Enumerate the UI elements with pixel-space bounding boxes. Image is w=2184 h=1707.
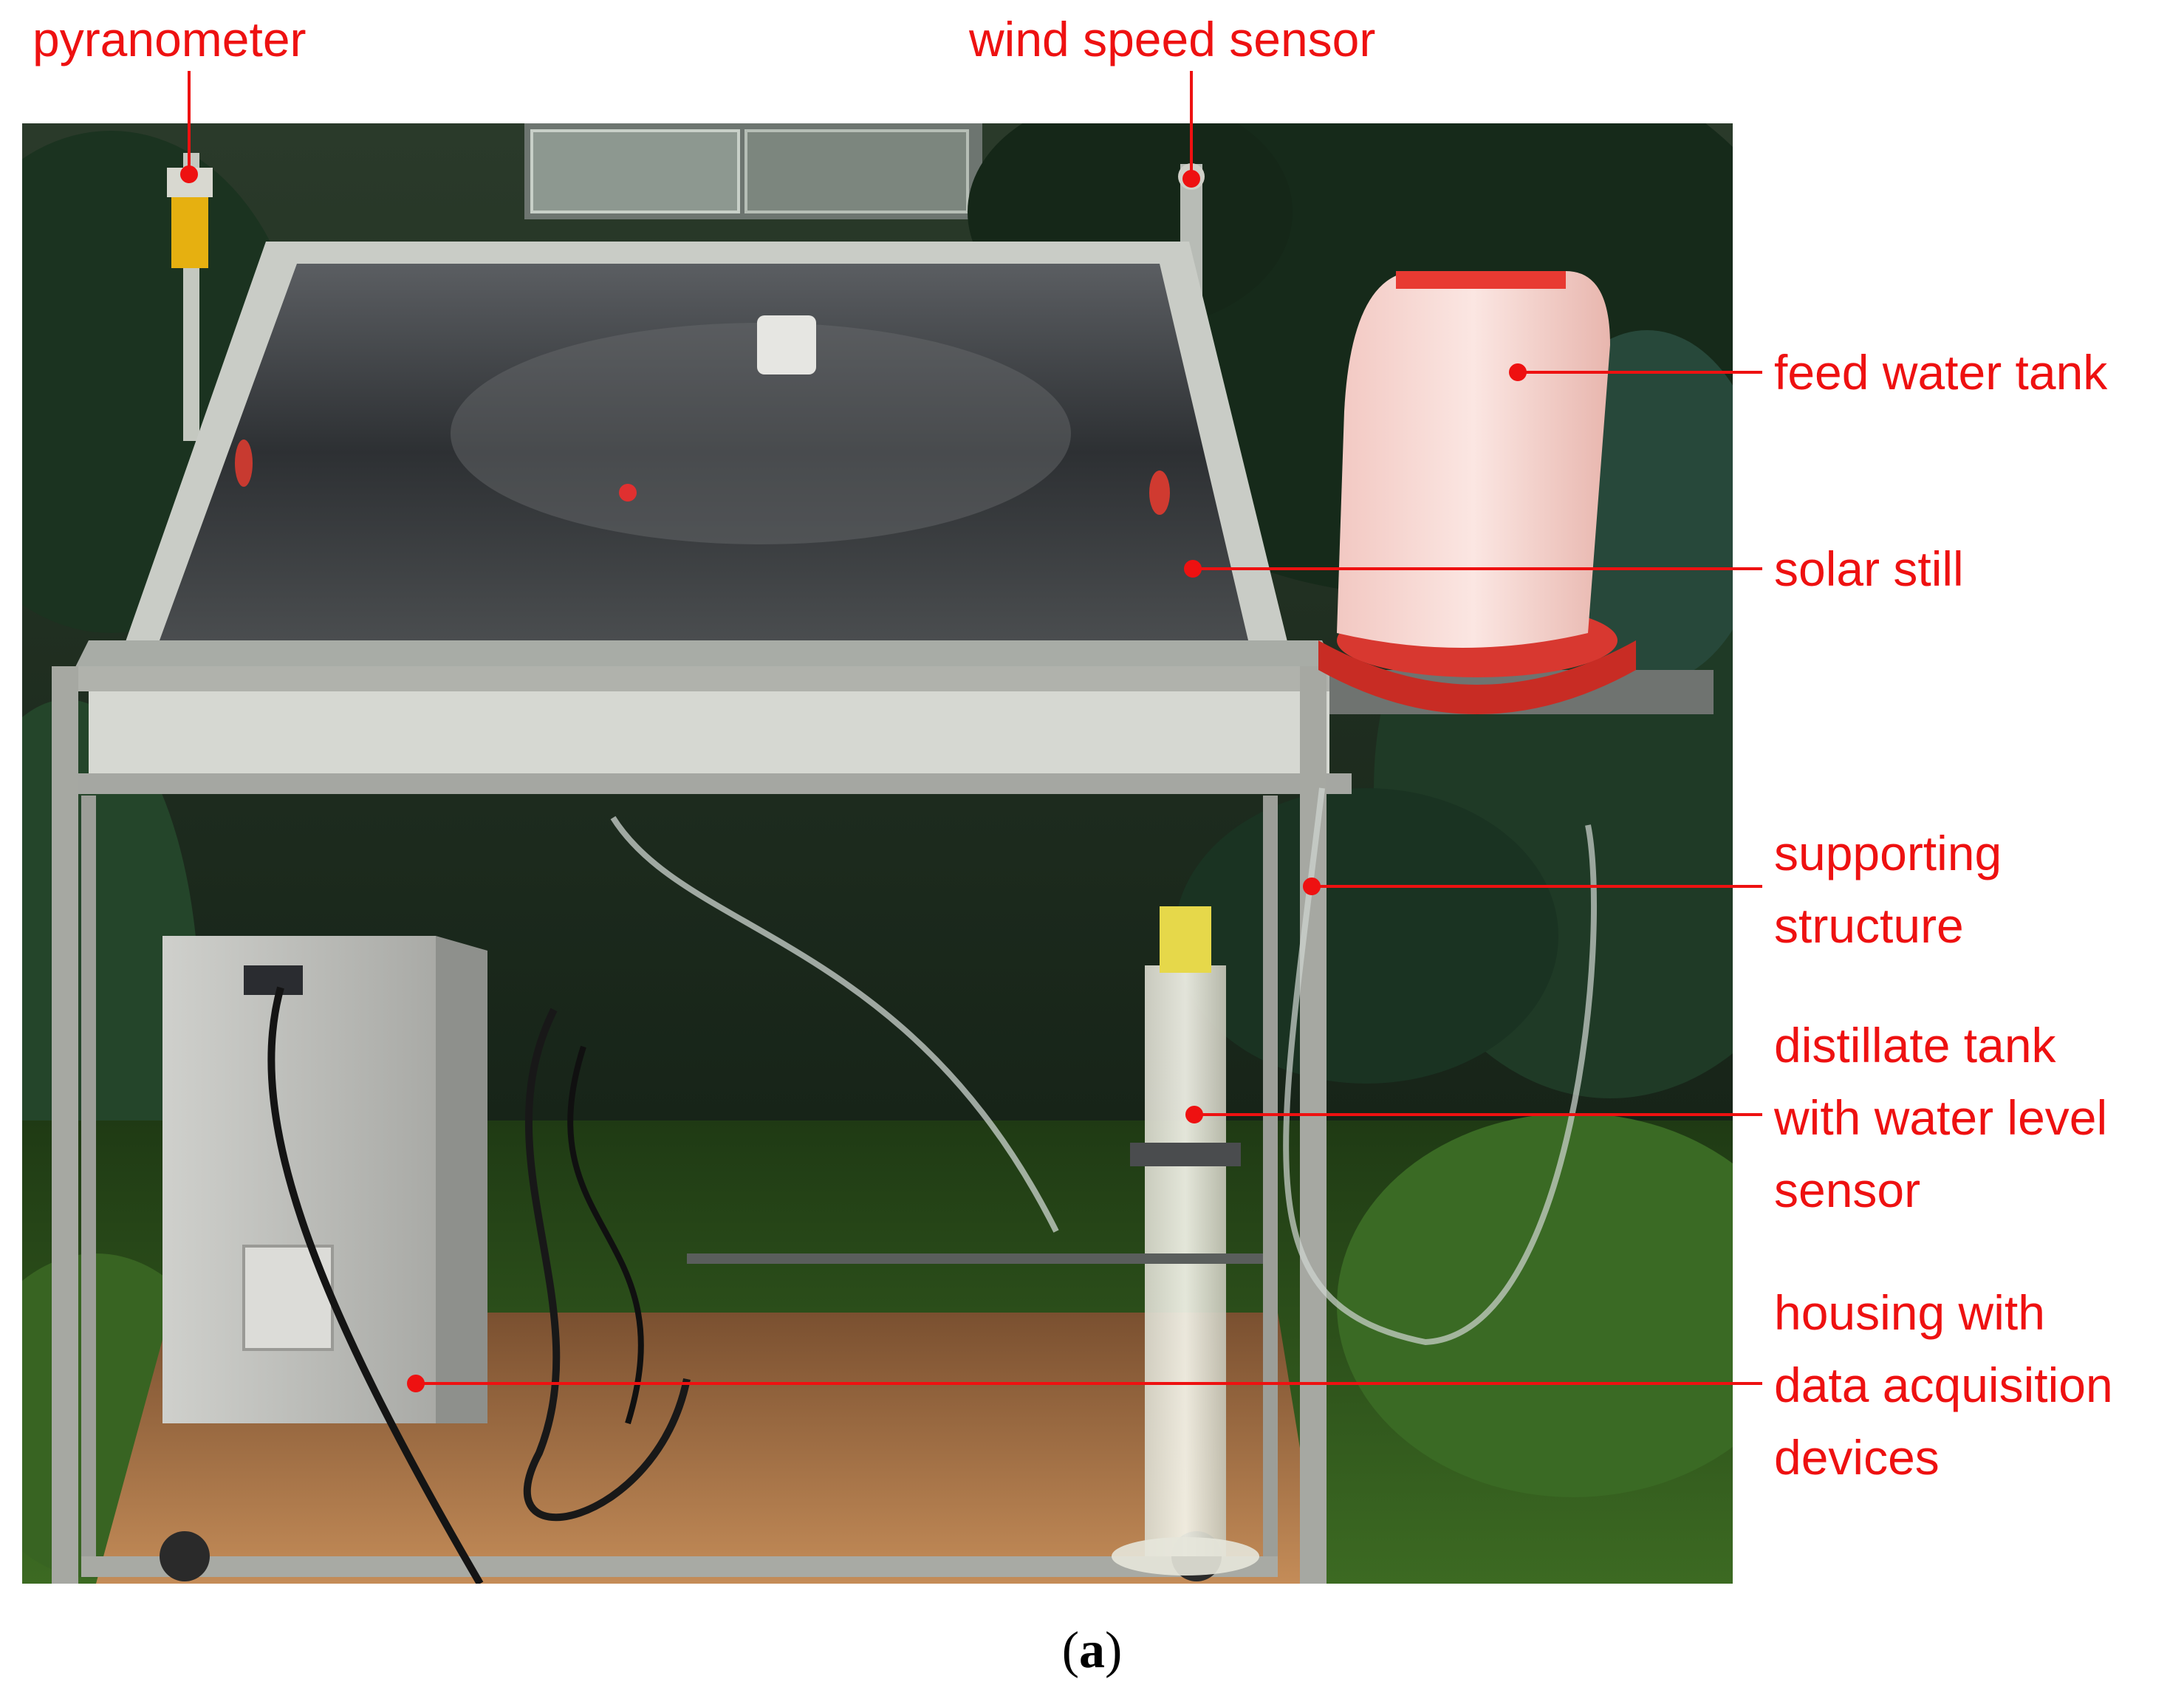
- pyranometer-label: pyranometer: [32, 12, 307, 66]
- supporting-structure-label-line-2: structure: [1774, 898, 1964, 953]
- wind-speed-sensor-label: wind speed sensor: [969, 12, 1376, 66]
- caption-open-paren: (: [1061, 1622, 1079, 1679]
- figure-caption: (a): [0, 1621, 2184, 1680]
- solar-still-label: solar still: [1774, 541, 1964, 596]
- distillate-tank-label-line-1: distillate tank: [1774, 1018, 2056, 1073]
- solar-still-photo-illustration: [22, 123, 1733, 1584]
- caption-letter: a: [1079, 1622, 1105, 1679]
- photo: [22, 123, 1733, 1584]
- housing-label-line-3: devices: [1774, 1430, 1940, 1485]
- caption-close-paren: ): [1105, 1622, 1123, 1679]
- housing-label-line-2: data acquisition: [1774, 1358, 2113, 1412]
- supporting-structure-label-line-1: supporting: [1774, 826, 2002, 880]
- distillate-tank-label-line-3: sensor: [1774, 1163, 1921, 1217]
- feed-water-tank-label: feed water tank: [1774, 345, 2108, 400]
- housing-label-line-1: housing with: [1774, 1285, 2045, 1340]
- distillate-tank-label-line-2: with water level: [1774, 1090, 2108, 1145]
